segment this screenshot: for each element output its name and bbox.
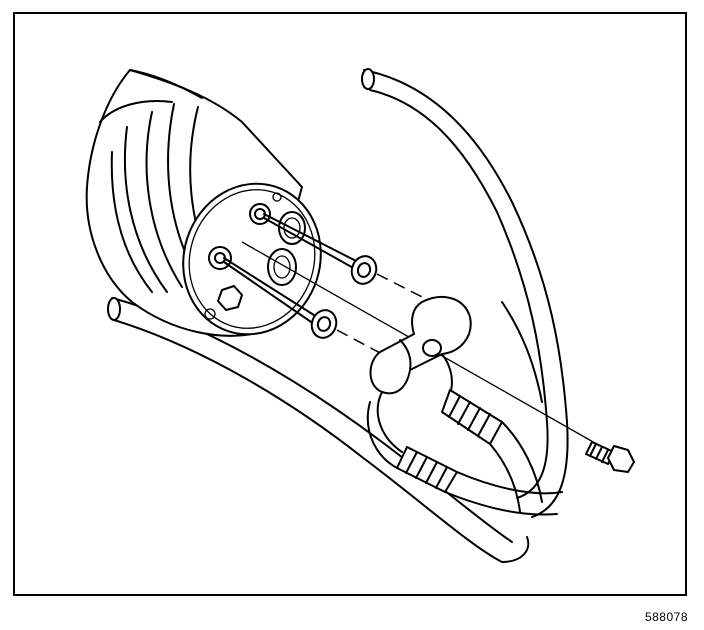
- discharge-port-icon: [208, 246, 297, 286]
- stud-nut-icon: [204, 192, 282, 320]
- diagram-frame: [13, 12, 687, 596]
- compressor-manifold-illustration: [85, 68, 635, 563]
- sealing-washer-icon: [350, 255, 378, 285]
- manifold-bolt-icon: [585, 441, 635, 473]
- figure-id-label: 588078: [644, 610, 688, 624]
- manifold-block-icon: [369, 296, 472, 395]
- refrigerant-hose-icon: [366, 389, 563, 516]
- sealing-washer-icon: [310, 309, 338, 339]
- refrigerant-hose-icon: [361, 68, 569, 518]
